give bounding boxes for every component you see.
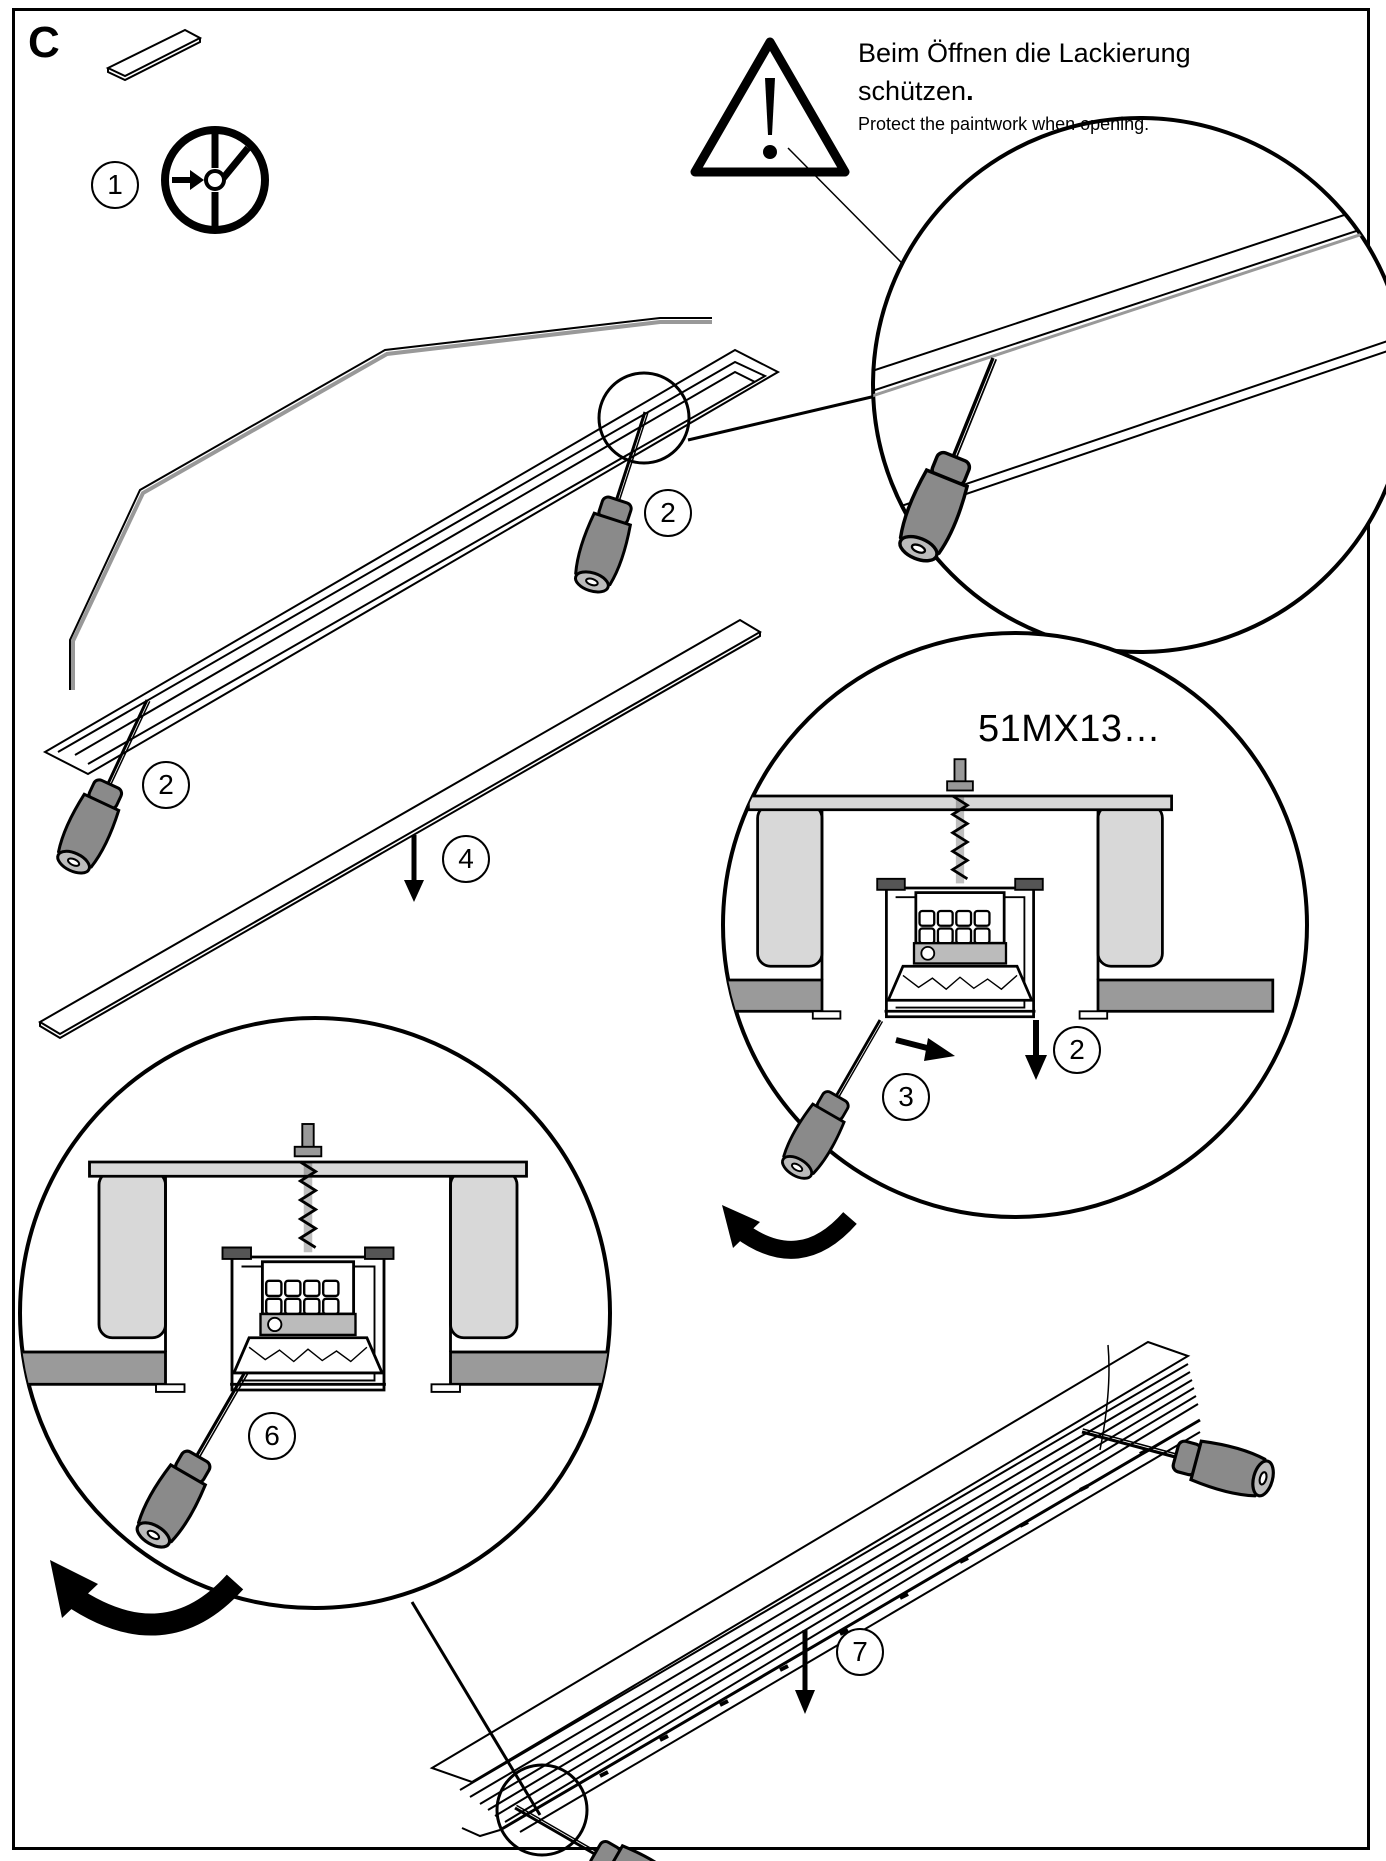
detail-connector-line [410,1601,542,1816]
down-arrow-icon [795,1630,815,1714]
diagram-frame [12,8,1370,1850]
model-code-label: 51MX13… [978,708,1162,750]
down-arrow-icon [404,835,424,902]
curved-rotate-arrow-icon [50,1560,244,1636]
step-number-remove-cover: 4 [458,843,474,874]
detail-marker-circle [597,371,691,465]
zoom-detail-fixture-lever [18,1016,612,1610]
step-number-pry-left: 2 [158,769,174,800]
luminaire-body-lowered [429,1340,1201,1838]
warning-text-german-line2: schützen. [858,76,974,107]
curved-rotate-arrow-icon [722,1205,857,1259]
step-number-power-off: 1 [107,169,123,200]
section-letter: C [28,18,60,67]
zoom-detail-cover-edge [871,116,1386,654]
step-number-press-down: 2 [1069,1034,1085,1065]
power-switch-icon [161,126,269,234]
warning-text-english: Protect the paintwork when opening. [858,114,1150,134]
detail-marker-circle [495,1763,589,1857]
step-number-lower: 7 [852,1636,868,1667]
down-arrow-icon [1025,1020,1047,1080]
cover-strip-removed [38,618,762,1040]
slide-arrow-icon [895,1037,955,1061]
detail-connector-line [687,393,881,442]
screwdriver-icon [1075,1406,1280,1504]
zoom-detail-fixture-release [721,631,1309,1219]
warning-text-german-line1: Beim Öffnen die Lackierung [858,38,1191,68]
step-circles [142,489,1101,1676]
warning-text-german-period: . [966,76,974,106]
cover-strip-icon [105,28,203,82]
warning-triangle-icon [690,37,850,177]
step-circle [91,161,139,209]
luminaire-cover-mounted [42,348,781,776]
step-number-pry-right: 2 [660,497,676,528]
step-number-slide: 3 [898,1081,914,1112]
ceiling-outline [69,317,712,690]
warning-text-german-line2-word: schützen [858,76,967,106]
step-number-lever-out: 6 [264,1420,280,1451]
